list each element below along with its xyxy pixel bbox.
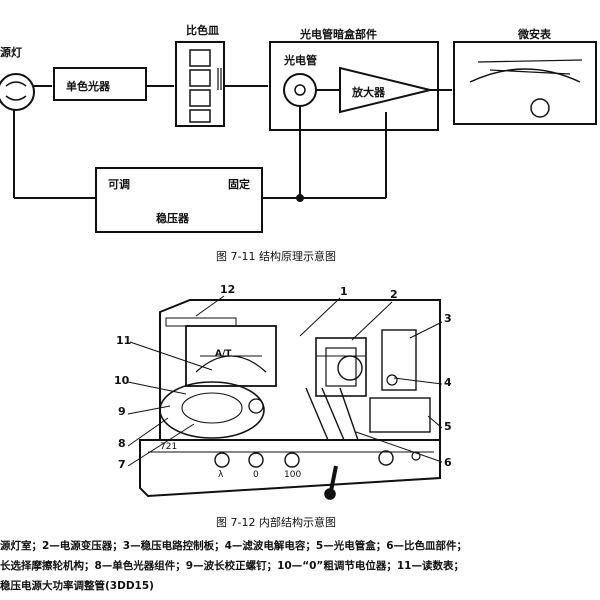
cuvette-box [175,41,225,127]
fig1-caption: 图 7-11 结构原理示意图 [216,250,336,263]
lamp-circle [0,73,35,111]
callout-8: 8 [118,437,126,450]
mono-box [53,67,147,101]
callout-11: 11 [116,334,132,347]
legend-line-1: 源灯室；2—电源变压器；3—稳压电路控制板；4—滤波电解电容；5—光电管盒；6—… [0,540,468,552]
callout-3: 3 [444,312,452,325]
meter-label: 微安表 [518,28,551,41]
callout-1: 1 [340,285,348,298]
meter-face-label: A/T [215,349,232,359]
lamp-filament [5,81,27,101]
meter-box [453,41,597,125]
phototube-label: 光电管 [284,54,317,67]
callout-9: 9 [118,405,126,418]
callout-5: 5 [444,420,452,433]
amplifier-triangle [339,66,431,114]
callout-6: 6 [444,456,452,469]
callout-2: 2 [390,288,398,301]
phototube-circle [283,73,317,107]
darkbox-label: 光电管暗盒部件 [300,28,377,41]
legend-line-2: 长选择摩擦轮机构；8—单色光器组件；9—波长校正螺钉；10—“0”粗调节电位器；… [0,560,464,572]
knob-label-lambda: λ [218,470,224,480]
callout-4: 4 [444,376,452,389]
regulator-box [95,167,263,233]
amplifier-label: 放大器 [352,86,385,99]
callout-12: 12 [220,283,236,296]
fig2-caption: 图 7-12 内部结构示意图 [216,516,336,529]
legend-line-3: 稳压电源大功率调整管(3DD15) [0,580,154,592]
lamp-label: 源灯 [0,46,22,59]
cuvette-label: 比色皿 [186,24,219,37]
instrument-drawing [127,295,443,500]
callout-7: 7 [118,458,126,471]
knob-label-zero: 0 [253,470,259,480]
callout-10: 10 [114,374,130,387]
fixed-label: 固定 [228,178,250,191]
darkbox [269,41,439,131]
regulator-label: 稳压器 [156,212,189,225]
mono-label: 单色光器 [66,80,110,93]
knob-label-hundred: 100 [284,470,302,480]
adjustable-label: 可调 [108,178,130,191]
model-label: 721 [160,442,178,452]
